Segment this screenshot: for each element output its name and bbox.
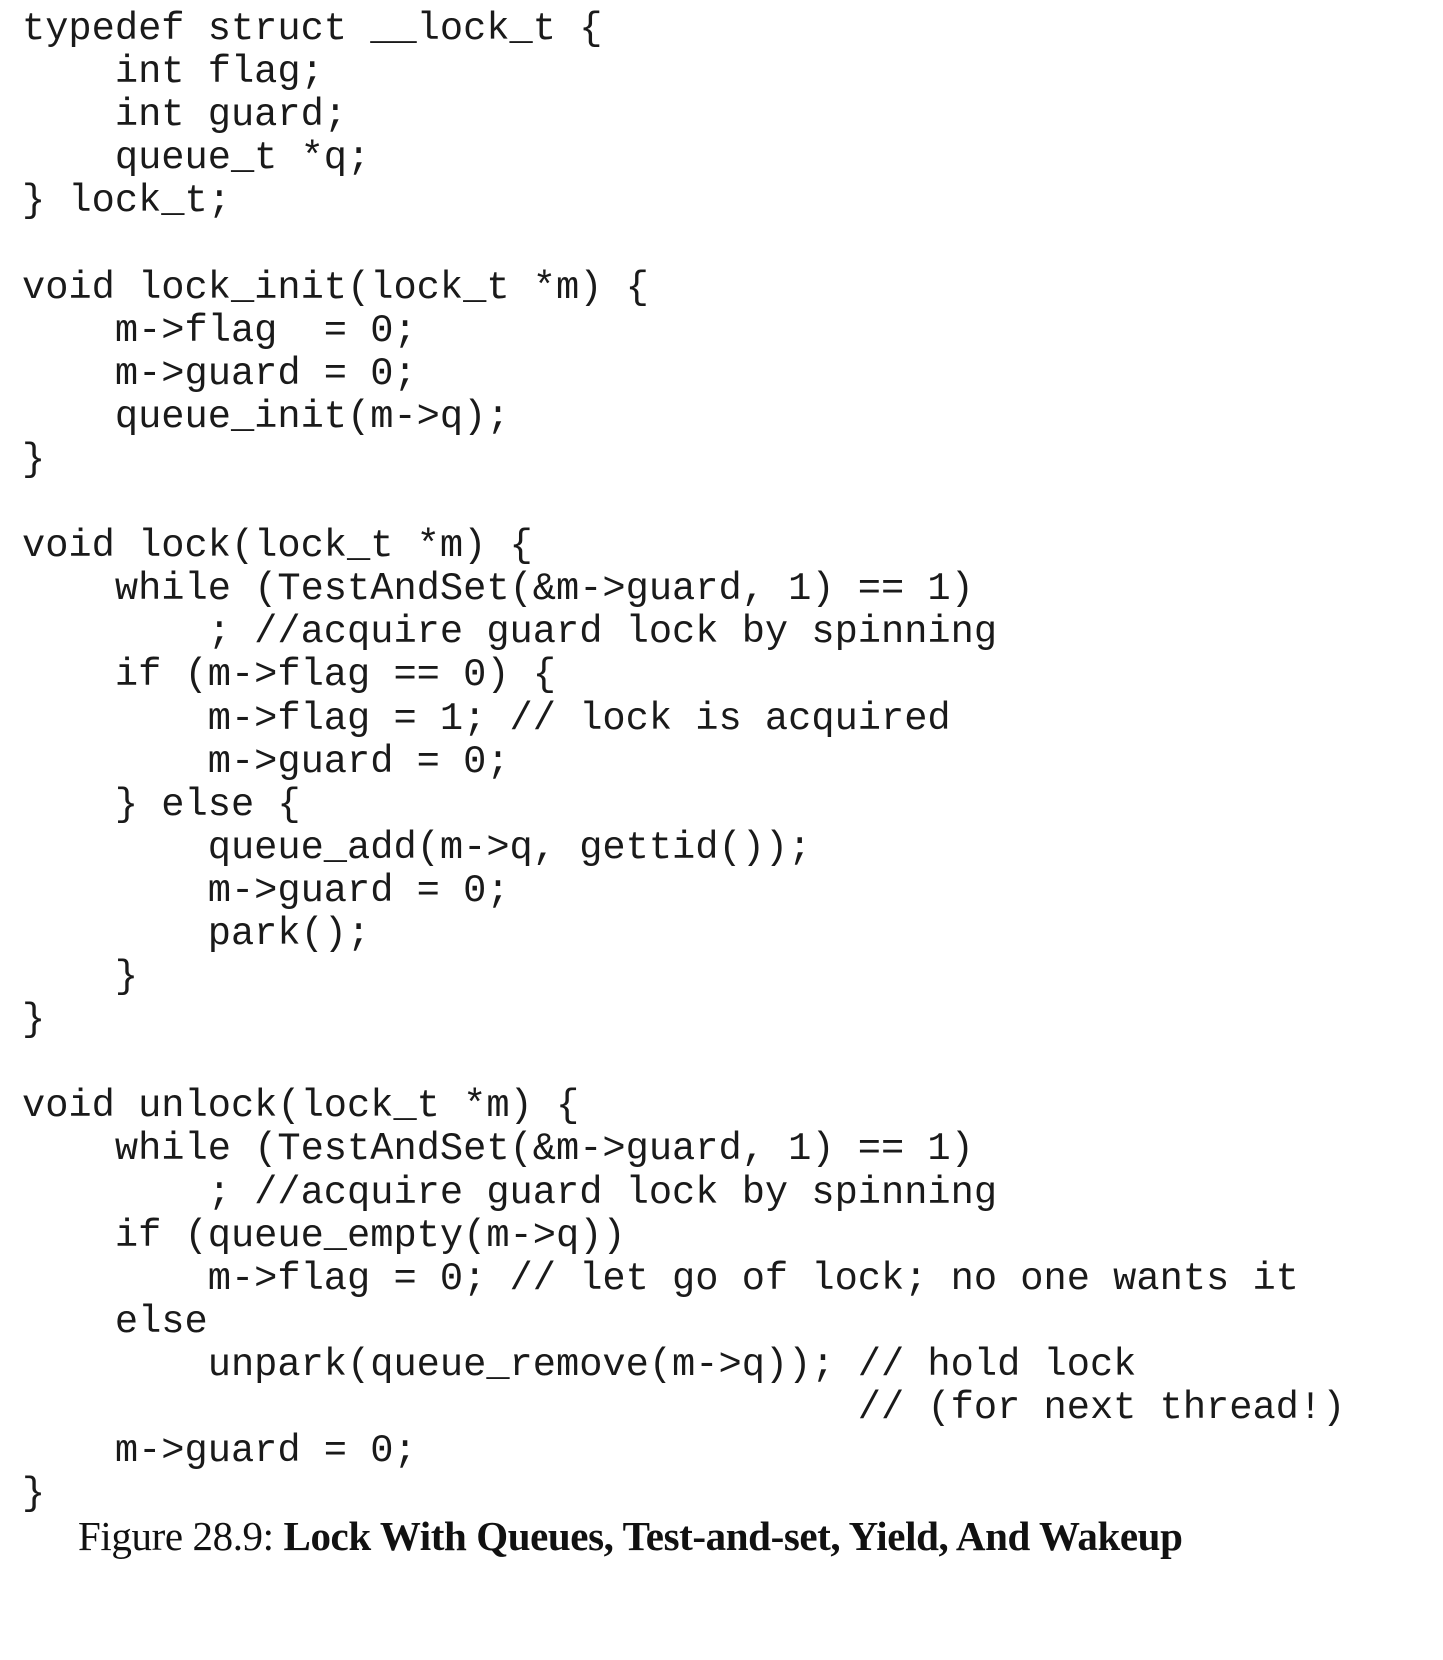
code-line: ; //acquire guard lock by spinning — [22, 610, 998, 655]
code-line: } — [22, 998, 46, 1043]
code-line: void lock(lock_t *m) { — [22, 524, 533, 569]
code-line: park(); — [22, 911, 371, 956]
code-line: void unlock(lock_t *m) { — [22, 1084, 580, 1129]
code-line: m->guard = 0; — [22, 351, 417, 396]
code-line: else — [22, 1299, 208, 1344]
code-line: if (queue_empty(m->q)) — [22, 1213, 626, 1258]
code-line: } — [22, 437, 46, 482]
code-line — [22, 482, 1345, 525]
code-line: queue_t *q; — [22, 136, 371, 181]
code-line: int flag; — [22, 50, 324, 95]
code-line: if (m->flag == 0) { — [22, 653, 556, 698]
code-line: m->guard = 0; — [22, 1429, 417, 1474]
figure-caption-title: Lock With Queues, Test-and-set, Yield, A… — [283, 1513, 1183, 1559]
code-line: queue_add(m->q, gettid()); — [22, 825, 812, 870]
code-line: typedef struct __lock_t { — [22, 7, 603, 51]
figure-caption-label: Figure 28.9: — [78, 1513, 284, 1559]
code-line: int guard; — [22, 93, 348, 138]
code-line: } lock_t; — [22, 179, 231, 224]
code-line: m->flag = 0; — [22, 308, 417, 353]
code-line: } — [22, 1472, 46, 1517]
figure-caption: Figure 28.9: Lock With Queues, Test-and-… — [78, 1512, 1183, 1560]
code-line: m->guard = 0; — [22, 868, 510, 913]
code-line — [22, 223, 1345, 266]
code-line: m->flag = 1; // lock is acquired — [22, 696, 951, 741]
code-line: unpark(queue_remove(m->q)); // hold lock — [22, 1342, 1137, 1387]
code-line: while (TestAndSet(&m->guard, 1) == 1) — [22, 1127, 974, 1172]
code-line: // (for next thread!) — [22, 1386, 1346, 1430]
code-line — [22, 1042, 1345, 1085]
code-listing: typedef struct __lock_t { int flag; int … — [22, 7, 1346, 1517]
code-line: while (TestAndSet(&m->guard, 1) == 1) — [22, 567, 974, 612]
code-line: m->guard = 0; — [22, 739, 510, 784]
code-line: } else { — [22, 782, 301, 827]
code-line: } — [22, 955, 139, 1000]
code-line: queue_init(m->q); — [22, 394, 510, 439]
code-line: m->flag = 0; // let go of lock; no one w… — [22, 1256, 1299, 1301]
code-line: void lock_init(lock_t *m) { — [22, 265, 649, 310]
code-line: ; //acquire guard lock by spinning — [22, 1170, 998, 1215]
